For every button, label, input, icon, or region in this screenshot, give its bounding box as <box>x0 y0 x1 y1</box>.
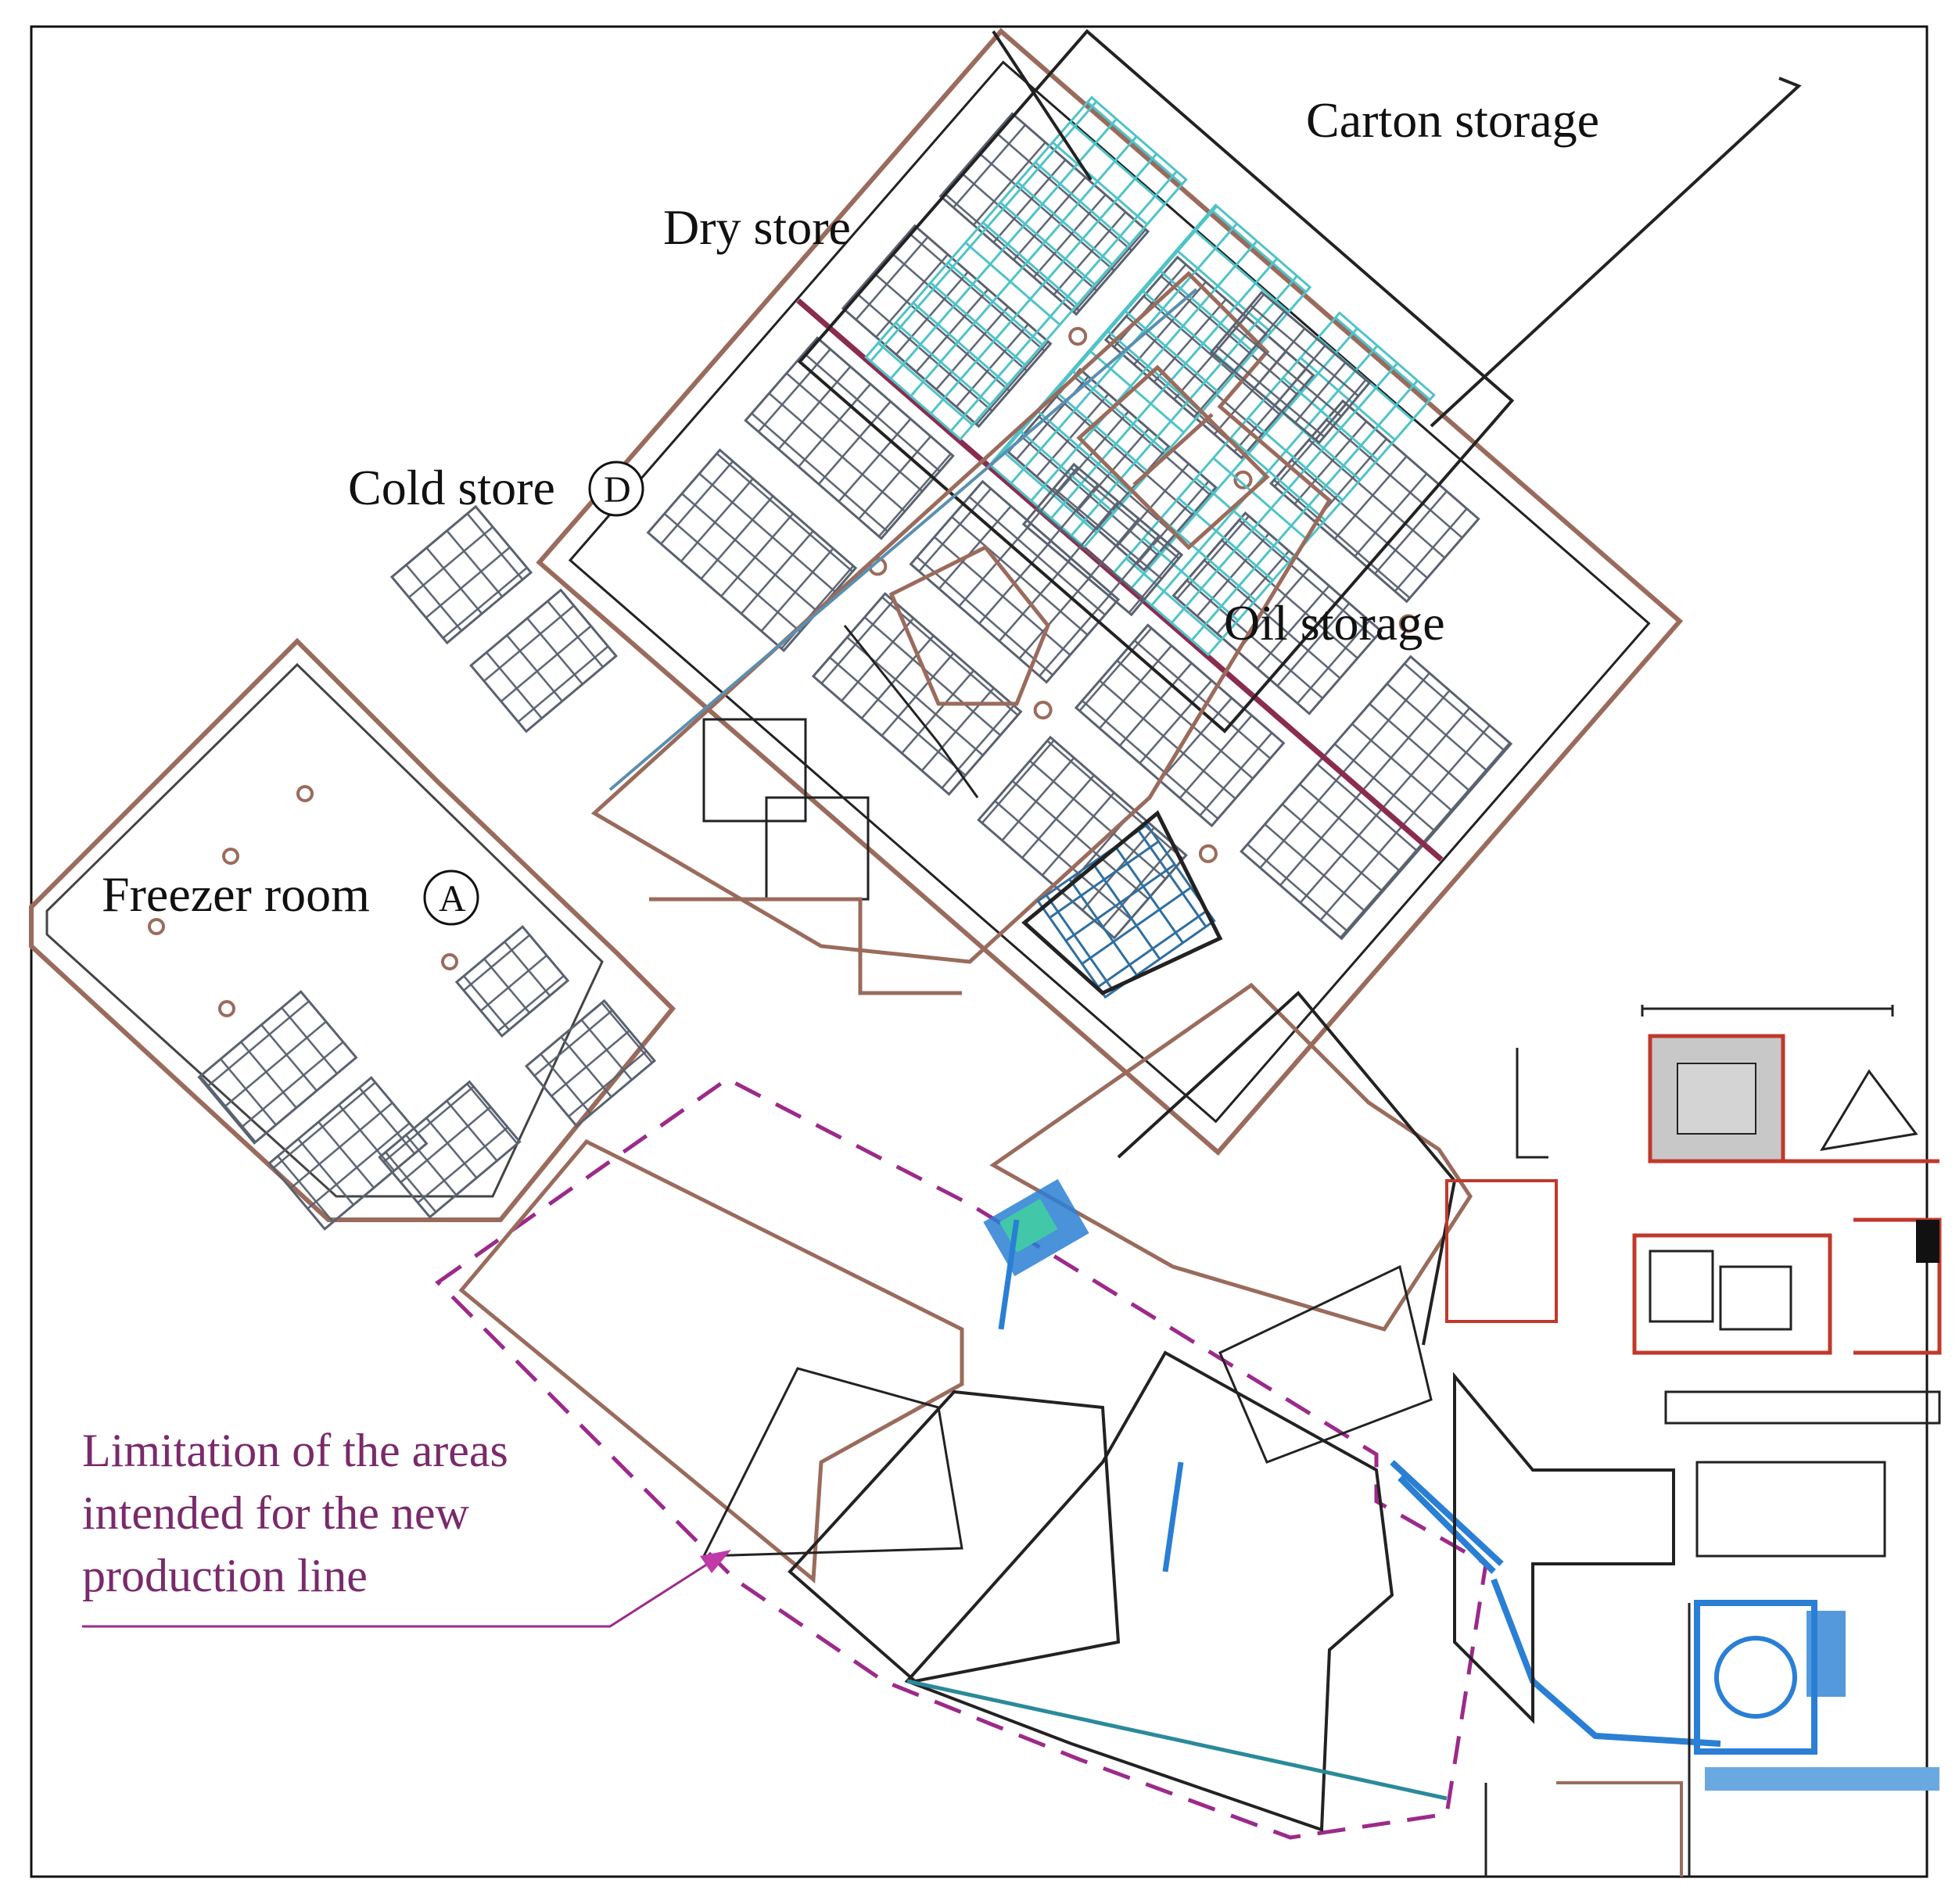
carton-storage-label: Carton storage <box>1306 92 1599 148</box>
blue-equipment <box>983 1178 1939 1791</box>
annotation-line-3: production line <box>82 1550 368 1601</box>
oil-storage-label: Oil storage <box>1224 595 1445 651</box>
freezer-room-marker-circle <box>423 870 479 926</box>
annotation-arrowhead <box>700 1550 731 1573</box>
blue-rack-grid <box>1036 823 1216 999</box>
production-rooms <box>458 982 1473 1832</box>
oil-storage-racks <box>1021 290 1372 617</box>
annotation-underline <box>82 1562 709 1628</box>
cold-store-marker: D <box>604 469 631 511</box>
cold-store-racks <box>389 504 618 733</box>
figure-frame <box>30 25 1929 1878</box>
annotation-line-2: intended for the new <box>82 1487 469 1539</box>
freezer-room-walls <box>29 637 676 1222</box>
cold-store-label: Cold store <box>348 460 555 515</box>
corridor-band <box>590 271 1333 964</box>
services-area <box>1445 1005 1942 1877</box>
freezer-room-marker: A <box>439 878 466 920</box>
cold-store-marker-circle <box>588 461 644 517</box>
freezer-racks <box>197 925 657 1231</box>
production-area-boundary <box>435 1077 1488 1840</box>
freezer-room-label: Freezer room <box>102 866 370 922</box>
dry-store-label: Dry store <box>663 199 851 255</box>
annotation-line-1: Limitation of the areas <box>82 1425 508 1476</box>
